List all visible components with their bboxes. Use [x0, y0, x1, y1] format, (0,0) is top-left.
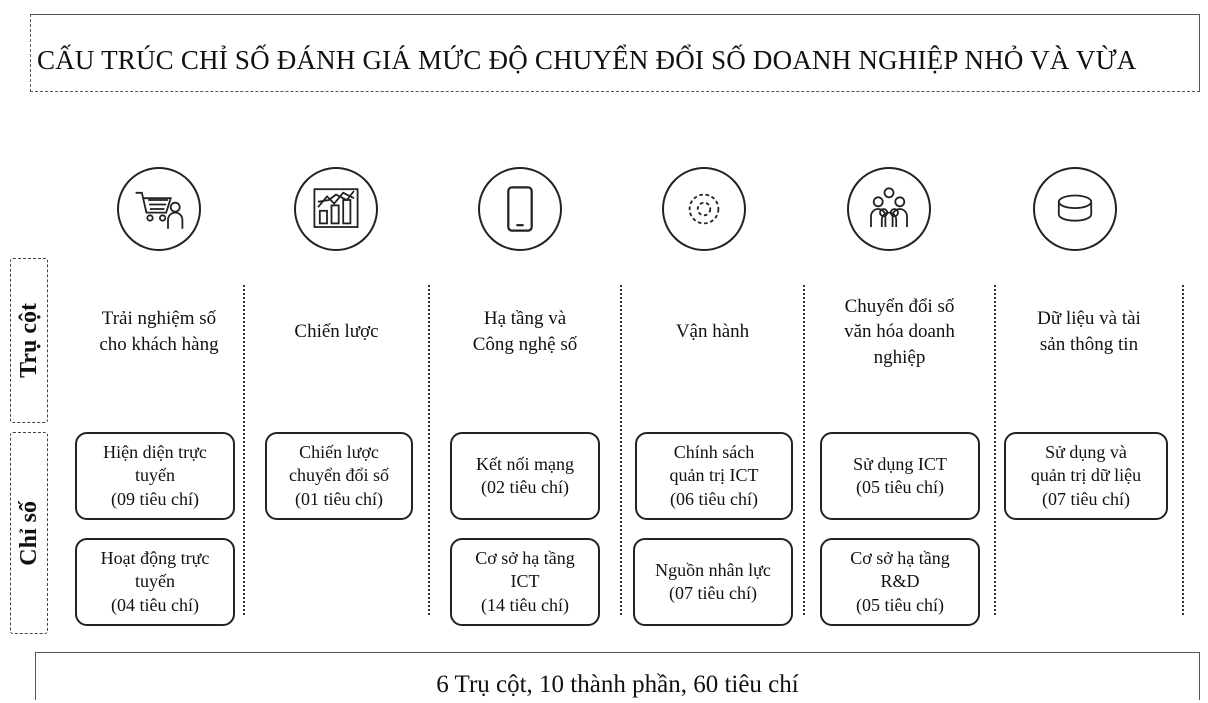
pillar-name-line: Dữ liệu và tài	[1037, 308, 1141, 330]
strategy-chart-icon	[294, 167, 378, 251]
row-label-pillar: Trụ cột	[10, 258, 48, 423]
indicator-box: Nguồn nhân lực (07 tiêu chí)	[633, 538, 793, 626]
indicator-count: (07 tiêu chí)	[669, 583, 757, 603]
indicator-line: Sử dụng và	[1045, 441, 1127, 462]
indicator-line: chuyển đổi số	[289, 465, 389, 486]
gear-icon	[662, 167, 746, 251]
indicator-box: Kết nối mạng (02 tiêu chí)	[450, 432, 600, 520]
pillar-data-assets: Dữ liệu và tài sản thông tin	[996, 282, 1182, 382]
indicator-count: (14 tiêu chí)	[481, 594, 569, 615]
indicator-count: (04 tiêu chí)	[111, 594, 199, 615]
summary-box: 6 Trụ cột, 10 thành phần, 60 tiêu chí	[35, 652, 1200, 700]
indicator-count: (07 tiêu chí)	[1042, 488, 1130, 509]
column-divider	[243, 285, 245, 615]
indicator-line: Hiện diện trực	[103, 441, 207, 462]
pillar-name-line: Công nghệ số	[472, 334, 578, 355]
mobile-device-icon	[478, 167, 562, 251]
indicator-line: tuyến	[135, 465, 175, 486]
pillar-name-line: Vận hành	[675, 321, 750, 343]
row-label-pillar-text: Trụ cột	[15, 303, 42, 378]
column-divider	[1182, 285, 1184, 615]
pillar-name-line: cho khách hàng	[99, 334, 219, 355]
indicator-box: Hiện diện trực tuyến (09 tiêu chí)	[75, 432, 235, 520]
pillar-name-line: nghiệp	[873, 346, 926, 368]
indicator-count: (01 tiêu chí)	[295, 488, 383, 509]
column-divider	[803, 285, 805, 615]
database-icon	[1033, 167, 1117, 251]
row-label-indicator: Chỉ số	[10, 432, 48, 634]
indicator-count: (05 tiêu chí)	[856, 477, 944, 497]
indicator-line: quản trị ICT	[669, 465, 759, 486]
indicator-line: Nguồn nhân lực	[655, 559, 771, 580]
indicator-line: Kết nối mạng	[476, 453, 574, 474]
column-divider	[428, 285, 430, 615]
pillar-digital-culture: Chuyển đổi số văn hóa doanh nghiệp	[805, 282, 994, 382]
indicator-box: Sử dụng và quản trị dữ liệu (07 tiêu chí…	[1004, 432, 1168, 520]
pillar-name-line: Chiến lược	[294, 321, 379, 343]
indicator-line: Chính sách	[673, 441, 755, 462]
column-divider	[620, 285, 622, 615]
pillar-name-line: Trải nghiệm số	[101, 308, 217, 330]
indicator-count: (05 tiêu chí)	[856, 594, 944, 615]
indicator-box: Cơ sở hạ tầng ICT (14 tiêu chí)	[450, 538, 600, 626]
indicator-line: Cơ sở hạ tầng	[475, 547, 575, 568]
pillar-strategy: Chiến lược	[245, 282, 428, 382]
indicator-line: quản trị dữ liệu	[1030, 465, 1142, 486]
indicator-line: tuyến	[135, 571, 175, 592]
indicator-box: Cơ sở hạ tầng R&D (05 tiêu chí)	[820, 538, 980, 626]
indicator-count: (02 tiêu chí)	[481, 477, 569, 497]
pillar-name-line: sản thông tin	[1039, 334, 1139, 355]
shopping-cart-customer-icon	[117, 167, 201, 251]
indicator-line: Chiến lược	[299, 441, 379, 462]
pillar-customer-experience: Trải nghiệm số cho khách hàng	[75, 282, 243, 382]
indicator-line: R&D	[880, 571, 920, 592]
indicator-box: Chính sách quản trị ICT (06 tiêu chí)	[635, 432, 793, 520]
row-label-indicator-text: Chỉ số	[15, 500, 42, 566]
pillar-name-line: văn hóa doanh	[844, 321, 955, 343]
indicator-count: (09 tiêu chí)	[111, 488, 199, 509]
indicator-line: ICT	[510, 571, 540, 592]
indicator-count: (06 tiêu chí)	[670, 488, 758, 509]
indicator-line: Hoạt động trực	[100, 547, 210, 568]
pillar-digital-infrastructure: Hạ tầng và Công nghệ số	[430, 282, 620, 382]
indicator-line: Cơ sở hạ tầng	[850, 547, 950, 568]
summary-text: 6 Trụ cột, 10 thành phần, 60 tiêu chí	[436, 671, 799, 698]
people-group-icon	[847, 167, 931, 251]
pillar-name-line: Chuyển đổi số	[844, 295, 955, 317]
pillar-operations: Vận hành	[622, 282, 803, 382]
pillar-name-line: Hạ tầng và	[483, 308, 567, 330]
indicator-line: Sử dụng ICT	[853, 453, 947, 474]
title-box: CẤU TRÚC CHỈ SỐ ĐÁNH GIÁ MỨC ĐỘ CHUYỂN Đ…	[30, 14, 1200, 92]
column-divider	[994, 285, 996, 615]
indicator-box: Chiến lược chuyển đổi số (01 tiêu chí)	[265, 432, 413, 520]
indicator-box: Hoạt động trực tuyến (04 tiêu chí)	[75, 538, 235, 626]
diagram-title: CẤU TRÚC CHỈ SỐ ĐÁNH GIÁ MỨC ĐỘ CHUYỂN Đ…	[37, 45, 1137, 75]
indicator-box: Sử dụng ICT (05 tiêu chí)	[820, 432, 980, 520]
